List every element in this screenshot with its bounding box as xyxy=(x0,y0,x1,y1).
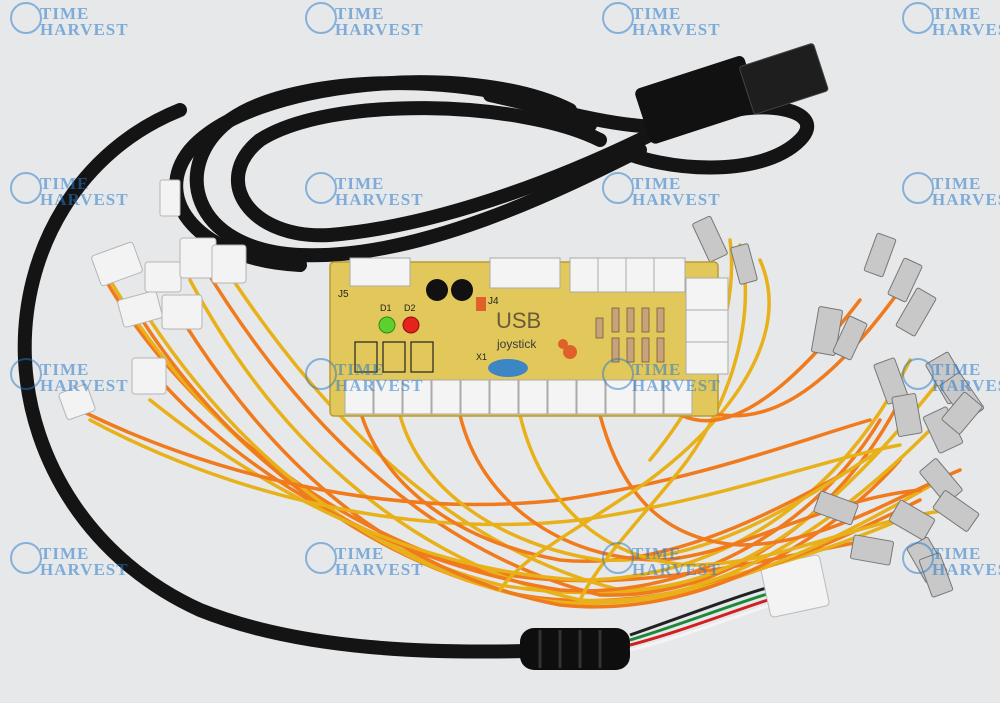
watermark-logo-icon xyxy=(10,542,42,574)
watermark-logo-icon xyxy=(602,172,634,204)
watermark-line2: HARVEST xyxy=(632,20,721,39)
watermark-line1: TIME xyxy=(335,174,385,193)
watermark: TIME HARVEST xyxy=(902,542,1000,579)
watermark-line1: TIME xyxy=(932,4,982,23)
watermark-logo-icon xyxy=(902,172,934,204)
watermark-logo-icon xyxy=(10,358,42,390)
watermark-line2: HARVEST xyxy=(335,190,424,209)
usb-lead-wires xyxy=(629,582,781,652)
led-red xyxy=(402,316,420,334)
watermark-line1: TIME xyxy=(932,544,982,563)
watermark: TIME HARVEST xyxy=(902,358,1000,395)
watermark: TIME HARVEST xyxy=(602,172,721,209)
watermark-line1: TIME xyxy=(932,360,982,379)
spade-terminals xyxy=(692,215,985,598)
watermark-logo-icon xyxy=(902,542,934,574)
watermark-logo-icon xyxy=(602,358,634,390)
watermark-line1: TIME xyxy=(40,174,90,193)
watermark: TIME HARVEST xyxy=(10,358,129,395)
usb-plug xyxy=(635,43,829,144)
connector-j4 xyxy=(489,257,561,289)
watermark-line1: TIME xyxy=(335,360,385,379)
watermark-line2: HARVEST xyxy=(40,20,129,39)
wire-connectors-left xyxy=(58,179,247,420)
board-label-x1: X1 xyxy=(476,352,487,362)
watermark-logo-icon xyxy=(602,542,634,574)
watermark-line2: HARVEST xyxy=(932,190,1000,209)
watermark-line1: TIME xyxy=(932,174,982,193)
watermark: TIME HARVEST xyxy=(602,358,721,395)
watermark: TIME HARVEST xyxy=(602,542,721,579)
watermark-line1: TIME xyxy=(40,4,90,23)
connector-j5 xyxy=(349,257,411,287)
board-label-j5: J5 xyxy=(338,289,349,300)
watermark-logo-icon xyxy=(305,358,337,390)
watermark: TIME HARVEST xyxy=(10,172,129,209)
watermark-line2: HARVEST xyxy=(40,190,129,209)
watermark-line2: HARVEST xyxy=(335,376,424,395)
bottom-connector-row xyxy=(344,379,693,415)
watermark-line1: TIME xyxy=(632,360,682,379)
board-label-d1: D1 xyxy=(380,303,392,313)
watermark-line2: HARVEST xyxy=(932,560,1000,579)
watermark-line2: HARVEST xyxy=(40,560,129,579)
watermark: TIME HARVEST xyxy=(602,2,721,39)
watermark-line2: HARVEST xyxy=(932,376,1000,395)
watermark: TIME HARVEST xyxy=(305,172,424,209)
watermark: TIME HARVEST xyxy=(10,2,129,39)
watermark-logo-icon xyxy=(602,2,634,34)
watermark-logo-icon xyxy=(305,172,337,204)
watermark-logo-icon xyxy=(10,172,42,204)
watermark: TIME HARVEST xyxy=(10,542,129,579)
watermark-logo-icon xyxy=(305,542,337,574)
watermark-line2: HARVEST xyxy=(632,190,721,209)
board-label-j4: J4 xyxy=(488,296,499,307)
watermark: TIME HARVEST xyxy=(305,2,424,39)
watermark-line1: TIME xyxy=(335,4,385,23)
watermark-line2: HARVEST xyxy=(932,20,1000,39)
board-label-d2: D2 xyxy=(404,303,416,313)
watermark-logo-icon xyxy=(902,2,934,34)
watermark-line1: TIME xyxy=(40,544,90,563)
watermark: TIME HARVEST xyxy=(902,2,1000,39)
watermark-line2: HARVEST xyxy=(335,20,424,39)
watermark-line1: TIME xyxy=(40,360,90,379)
crystal xyxy=(488,359,528,377)
watermark: TIME HARVEST xyxy=(902,172,1000,209)
watermark-line1: TIME xyxy=(632,4,682,23)
watermark: TIME HARVEST xyxy=(305,542,424,579)
usb-cable xyxy=(17,75,815,659)
board-label-usb: USB xyxy=(496,308,541,333)
watermark: TIME HARVEST xyxy=(305,358,424,395)
watermark-line2: HARVEST xyxy=(335,560,424,579)
watermark-line1: TIME xyxy=(632,544,682,563)
watermark-logo-icon xyxy=(902,358,934,390)
watermark-logo-icon xyxy=(10,2,42,34)
watermark-line2: HARVEST xyxy=(40,376,129,395)
watermark-line2: HARVEST xyxy=(632,560,721,579)
watermark-logo-icon xyxy=(305,2,337,34)
strain-relief xyxy=(520,628,630,670)
watermark-line2: HARVEST xyxy=(632,376,721,395)
watermark-line1: TIME xyxy=(632,174,682,193)
board-label-joystick: joystick xyxy=(496,337,537,351)
led-green xyxy=(378,316,396,334)
watermark-line1: TIME xyxy=(335,544,385,563)
